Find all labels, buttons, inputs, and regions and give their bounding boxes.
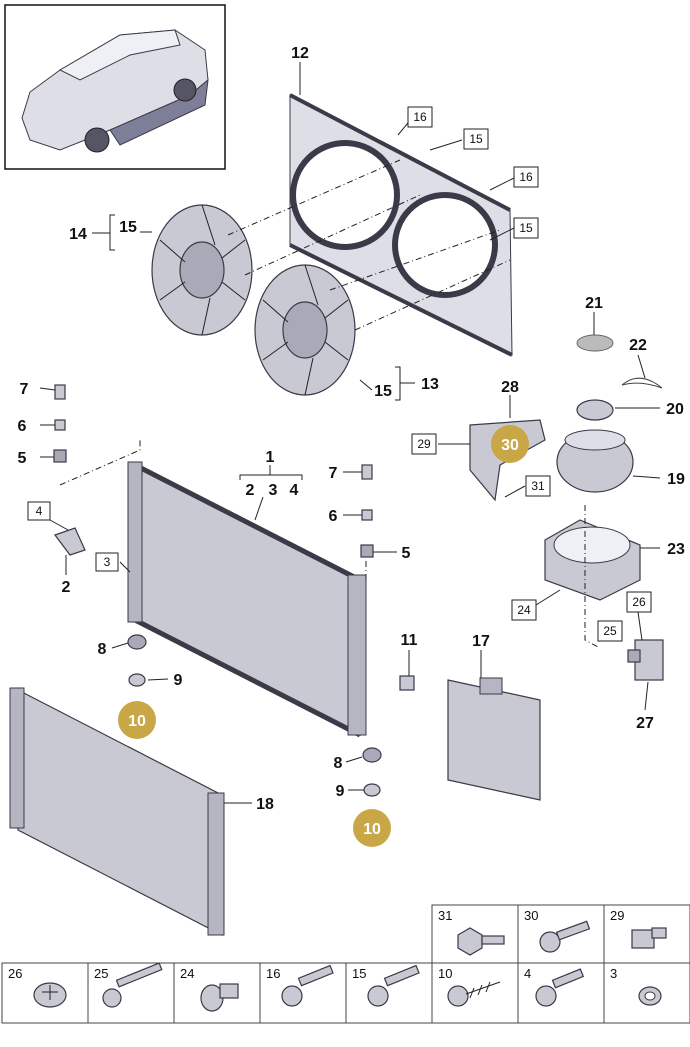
part-number-15-fan2: 15 xyxy=(374,383,392,400)
expansion-tank xyxy=(556,429,634,493)
coolant-valve xyxy=(627,639,664,681)
oil-cooler xyxy=(447,677,541,801)
boxed-number-16-a: 16 xyxy=(413,110,427,124)
gold-callout-10-left: 10 xyxy=(128,713,146,730)
part-number-2: 2 xyxy=(62,579,71,596)
part-number-20: 20 xyxy=(666,401,684,418)
long-bolt-icon-25 xyxy=(102,962,163,1008)
left-fastener-stack xyxy=(53,384,67,463)
table-cell-26: 26 xyxy=(8,966,22,981)
part-number-12: 12 xyxy=(291,45,309,62)
washer-icon-3 xyxy=(638,986,662,1006)
part-number-7-right: 7 xyxy=(329,465,338,482)
part-number-27: 27 xyxy=(636,715,654,732)
boxed-number-15-a: 15 xyxy=(469,132,483,146)
main-radiator xyxy=(127,461,367,738)
tank-bracket xyxy=(544,519,641,601)
boxed-number-24: 24 xyxy=(517,603,531,617)
stud-icon-29 xyxy=(631,927,667,949)
boxed-number-3: 3 xyxy=(104,555,111,569)
boxed-number-25: 25 xyxy=(603,624,617,638)
table-cell-29: 29 xyxy=(610,908,624,923)
part-number-4-sub: 4 xyxy=(290,482,299,499)
part-number-9-left: 9 xyxy=(174,672,183,689)
tank-cap xyxy=(576,399,614,421)
warning-label xyxy=(576,334,614,352)
gold-callouts: 10 10 30 xyxy=(118,425,529,847)
table-cell-10: 10 xyxy=(438,966,452,981)
bolt-icon-31 xyxy=(457,927,505,956)
boxed-number-15-b: 15 xyxy=(519,221,533,235)
seal-ring xyxy=(621,377,663,389)
fan-right xyxy=(254,264,356,396)
table-cell-24: 24 xyxy=(180,966,194,981)
auxiliary-radiator xyxy=(9,687,225,936)
part-number-3-sub: 3 xyxy=(269,482,278,499)
table-cell-30: 30 xyxy=(524,908,538,923)
flat-bolt-icon-26 xyxy=(33,982,67,1008)
screw-icon-30 xyxy=(539,920,591,953)
part-number-1: 1 xyxy=(266,449,275,466)
part-numbers: 12 14 15 15 13 1 2 3 4 7 6 5 2 8 9 7 6 5… xyxy=(18,45,685,813)
boxed-number-29: 29 xyxy=(417,437,431,451)
table-cell-25: 25 xyxy=(94,966,108,981)
part-number-14: 14 xyxy=(69,226,87,243)
part-number-9-right: 9 xyxy=(336,783,345,800)
bolt-icon-15 xyxy=(367,964,420,1007)
temperature-sensor xyxy=(54,527,86,556)
part-number-11: 11 xyxy=(401,632,418,649)
vehicle-thumbnail xyxy=(4,4,226,170)
fastener-table: 31 30 29 26 25 24 16 15 10 4 3 xyxy=(1,904,690,1024)
gold-callout-30: 30 xyxy=(501,437,519,454)
table-cell-31: 31 xyxy=(438,908,452,923)
right-fastener-stack xyxy=(360,464,374,558)
boxed-number-26: 26 xyxy=(632,595,646,609)
part-number-5-right: 5 xyxy=(402,545,411,562)
part-number-15-fan: 15 xyxy=(119,219,137,236)
bolt-icon-4 xyxy=(535,968,585,1007)
boxed-number-31: 31 xyxy=(531,479,545,493)
part-number-28: 28 xyxy=(501,379,519,396)
bolt-icon-16 xyxy=(281,964,334,1007)
self-tapping-screw-icon-10 xyxy=(447,981,501,1007)
table-cell-4: 4 xyxy=(524,966,531,981)
boxed-number-4: 4 xyxy=(36,504,43,518)
boxed-part-numbers: 16 15 16 15 4 3 29 31 24 26 25 xyxy=(27,106,652,642)
part-number-18: 18 xyxy=(256,796,274,813)
rivet-icon-24 xyxy=(200,983,239,1012)
part-number-7-left: 7 xyxy=(20,381,29,398)
part-number-6-left: 6 xyxy=(18,418,27,435)
part-number-13: 13 xyxy=(421,376,439,393)
clip xyxy=(399,675,415,691)
part-number-8-right: 8 xyxy=(334,755,343,772)
table-cell-15: 15 xyxy=(352,966,366,981)
part-number-23: 23 xyxy=(667,541,685,558)
part-number-8-left: 8 xyxy=(98,641,107,658)
fan-left xyxy=(151,204,253,336)
part-number-17: 17 xyxy=(472,633,490,650)
fan-shroud xyxy=(289,93,513,357)
part-number-5-left: 5 xyxy=(18,450,27,467)
boxed-number-16-b: 16 xyxy=(519,170,533,184)
part-number-2-sub: 2 xyxy=(246,482,255,499)
part-number-21: 21 xyxy=(585,295,603,312)
part-number-6-right: 6 xyxy=(329,508,338,525)
table-cell-3: 3 xyxy=(610,966,617,981)
gold-callout-10-right: 10 xyxy=(363,821,381,838)
part-number-19: 19 xyxy=(667,471,685,488)
part-number-22: 22 xyxy=(629,337,647,354)
table-cell-16: 16 xyxy=(266,966,280,981)
leader-lines xyxy=(39,62,661,804)
